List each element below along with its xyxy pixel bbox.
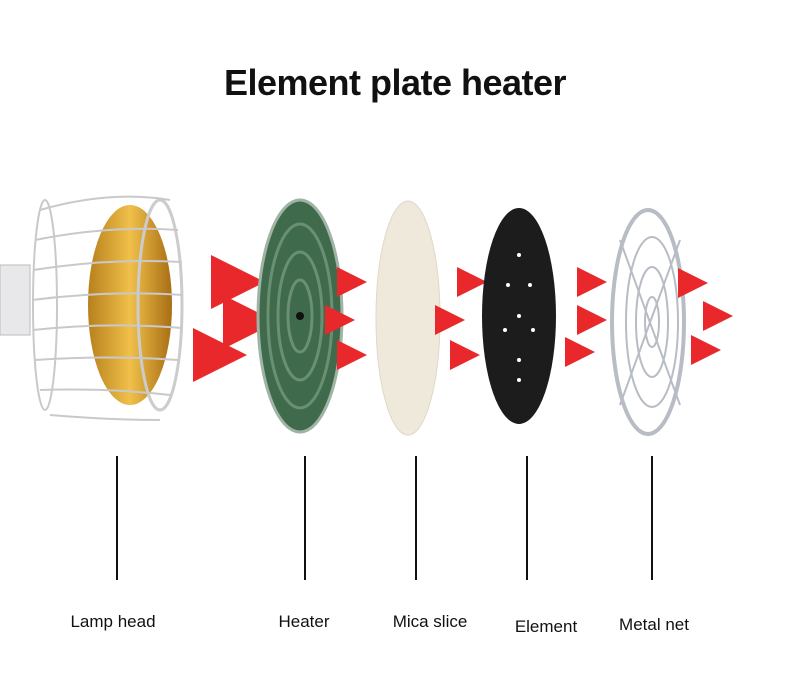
label-mica-slice: Mica slice bbox=[392, 612, 468, 631]
heater-arrows bbox=[300, 267, 367, 370]
label-lamp-head: Lamp head bbox=[70, 612, 156, 631]
mica-arrows bbox=[412, 267, 487, 370]
net-arrows bbox=[655, 268, 733, 365]
lamp-head bbox=[0, 195, 184, 421]
diagram-title: Element plate heater bbox=[223, 62, 567, 103]
label-heater: Heater bbox=[278, 612, 330, 631]
label-metal-net: Metal net bbox=[619, 615, 689, 634]
element-arrows bbox=[535, 267, 607, 367]
lamp-arrows bbox=[170, 255, 277, 382]
label-element: Element bbox=[514, 617, 578, 636]
element-plate bbox=[482, 208, 556, 424]
metal-net bbox=[610, 208, 686, 436]
heater-plate bbox=[256, 198, 344, 434]
